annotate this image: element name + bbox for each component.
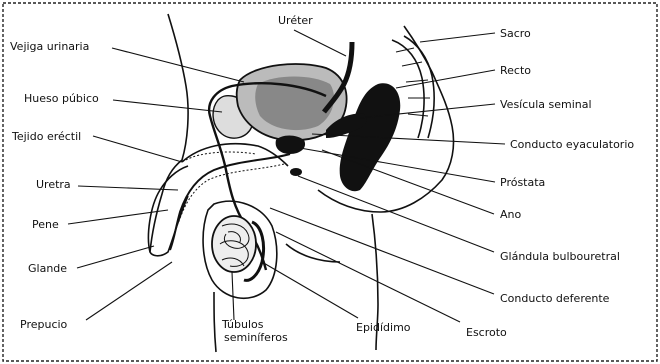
label-epididimo: Epidídimo [356,321,411,334]
label-ureter: Uréter [278,14,313,27]
label-vesicula-seminal: Vesícula seminal [500,98,592,111]
label-prepucio: Prepucio [20,318,68,331]
label-uretra: Uretra [36,178,71,191]
label-recto: Recto [500,64,531,77]
label-tubulos-line1: Túbulos [221,318,264,331]
label-tejido-erectil: Tejido eréctil [11,130,81,143]
label-ano: Ano [500,208,521,221]
bulbourethral-gland [290,168,302,176]
body-outline-front [150,14,188,256]
label-pene: Pene [32,218,59,231]
prostate [276,136,305,155]
leg-lower-outline [214,292,216,352]
label-escroto: Escroto [466,326,507,339]
label-prostata: Próstata [500,176,545,189]
label-conducto-deferente: Conducto deferente [500,292,610,305]
label-vejiga-urinaria: Vejiga urinaria [10,40,89,53]
label-hueso-pubico: Hueso púbico [24,92,99,105]
bladder-interior [255,77,334,131]
label-sacro: Sacro [500,27,531,40]
label-glandula-bulbouretral: Glándula bulbouretral [500,250,620,263]
figure-frame [3,3,657,361]
label-tubulos-line2: seminíferos [224,331,288,344]
label-conducto-eyaculatorio: Conducto eyaculatorio [510,138,634,151]
penis-outline [182,144,288,166]
label-glande: Glande [28,262,67,275]
